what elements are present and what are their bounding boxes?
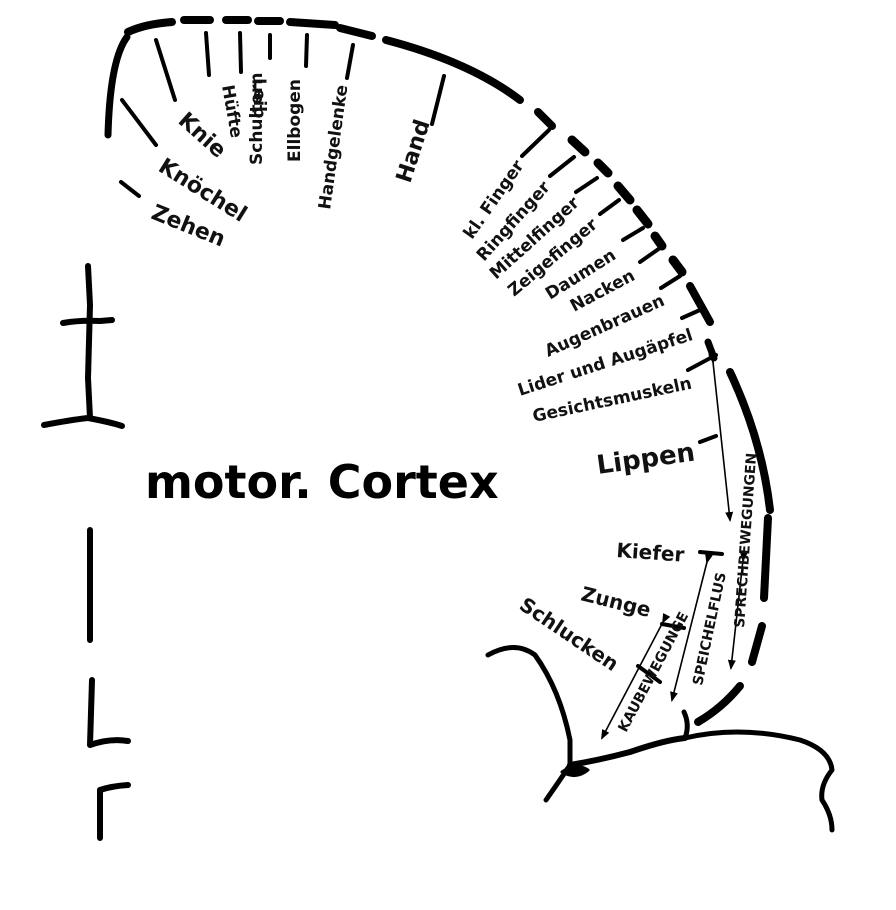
label-lippen: Lippen	[595, 437, 697, 480]
label-knie: Knie	[173, 108, 231, 163]
label-hand: Hand	[392, 117, 436, 186]
label-leib: Leib	[249, 78, 269, 118]
lateral-fissure-outline	[485, 645, 835, 833]
label-handgelenke: Handgelenke	[315, 84, 352, 211]
cortex-surface-contour	[104, 16, 774, 726]
label-speichelfluss: SPEICHELFLUS	[690, 571, 730, 687]
body-part-labels: Zehen Knöchel Knie Hüfte Leib Schultern …	[148, 73, 697, 676]
label-sprechbewegungen: SPRECHBEWEGUNGEN	[732, 452, 760, 628]
function-arrows	[601, 353, 748, 740]
label-ellbogen: Ellbogen	[285, 79, 305, 162]
label-schultern: Schultern	[247, 73, 267, 166]
label-kiefer: Kiefer	[616, 538, 686, 567]
diagram-title: motor. Cortex	[145, 455, 499, 509]
brain-midline-outline	[41, 263, 131, 841]
label-zunge: Zunge	[579, 582, 654, 622]
label-huefte: Hüfte	[217, 83, 246, 139]
label-kaubewegungen: KAUBEWEGUNGE	[615, 609, 692, 734]
